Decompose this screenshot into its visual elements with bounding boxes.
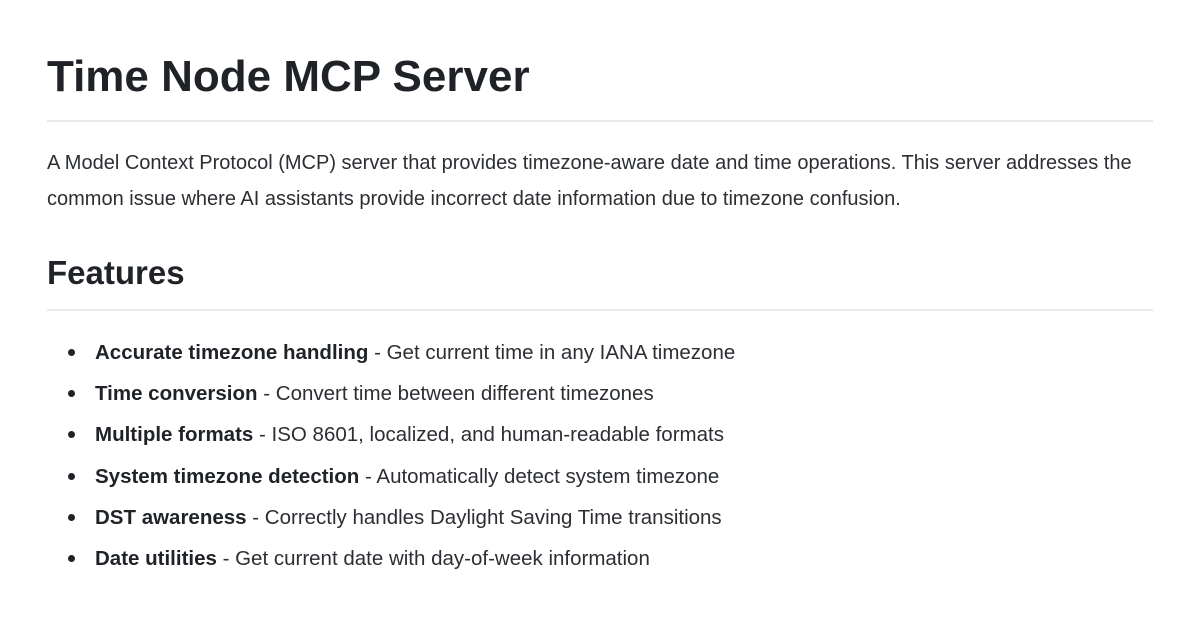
feature-separator: -	[246, 505, 265, 529]
list-item: Date utilities - Get current date with d…	[68, 538, 1153, 579]
feature-text: Correctly handles Daylight Saving Time t…	[264, 505, 722, 529]
features-list: Accurate timezone handling - Get current…	[47, 332, 1153, 579]
feature-label: Accurate timezone handling	[95, 341, 369, 364]
section-heading-features: Features	[47, 251, 1153, 311]
bullet-icon	[68, 513, 75, 521]
feature-separator: -	[216, 547, 236, 571]
feature-text: Automatically detect system timezone	[376, 464, 720, 488]
bullet-icon	[68, 472, 75, 480]
description-paragraph: A Model Context Protocol (MCP) server th…	[47, 152, 1132, 210]
bullet-icon	[68, 555, 75, 563]
feature-label: Time conversion	[95, 382, 258, 406]
bullet-icon	[68, 390, 75, 398]
feature-label: System timezone detection	[95, 464, 360, 488]
readme-document: Time Node MCP Server A Model Context Pro…	[47, 0, 1153, 579]
feature-separator: -	[368, 341, 387, 364]
feature-text: ISO 8601, localized, and human-readable …	[271, 423, 724, 447]
feature-text: Get current time in any IANA timezone	[386, 341, 736, 364]
page-title: Time Node MCP Server	[47, 48, 1153, 122]
list-item: Time conversion - Convert time between d…	[68, 373, 1153, 414]
list-item: DST awareness - Correctly handles Daylig…	[68, 497, 1153, 538]
feature-separator: -	[253, 423, 272, 447]
feature-label: Date utilities	[95, 547, 217, 571]
list-item: Accurate timezone handling - Get current…	[68, 332, 1153, 373]
bullet-icon	[68, 349, 75, 356]
feature-separator: -	[257, 382, 276, 406]
feature-label: DST awareness	[95, 505, 247, 529]
feature-text: Convert time between different timezones	[275, 382, 654, 406]
feature-label: Multiple formats	[95, 423, 254, 447]
feature-separator: -	[359, 464, 377, 488]
feature-text: Get current date with day-of-week inform…	[235, 547, 650, 571]
list-item: Multiple formats - ISO 8601, localized, …	[68, 414, 1153, 455]
list-item: System timezone detection - Automaticall…	[68, 456, 1153, 497]
bullet-icon	[68, 431, 75, 439]
